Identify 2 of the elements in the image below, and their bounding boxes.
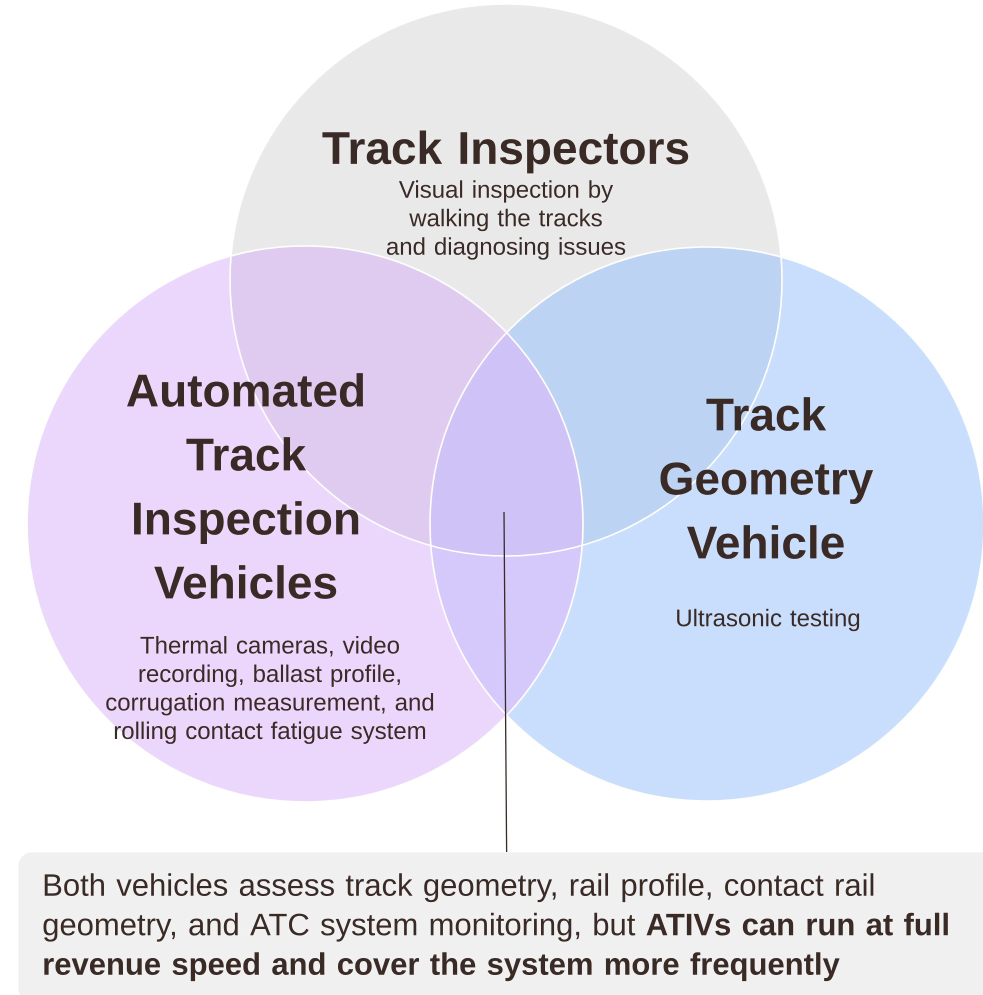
callout-box: Both vehicles assess track geometry, rail profile, contact rail geometry, and ATC system monitoring, but ATIVs can run at full revenue speed and cover the system more frequently (18, 852, 983, 995)
leader-line (503, 512, 508, 852)
